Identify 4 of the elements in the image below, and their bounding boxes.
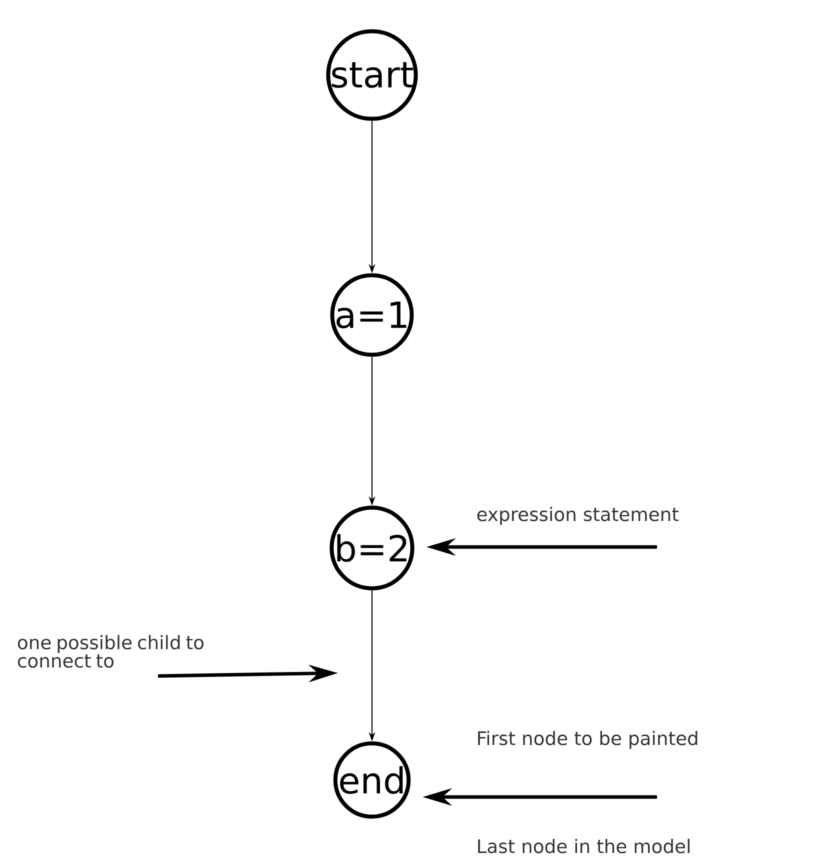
- annotation-text: Last node in the model: [478, 838, 690, 854]
- annotation-text: expression statement: [477, 506, 679, 525]
- annotation-text: one possible child to connect to: [18, 634, 204, 668]
- annotation-text: First node to be painted: [478, 730, 698, 749]
